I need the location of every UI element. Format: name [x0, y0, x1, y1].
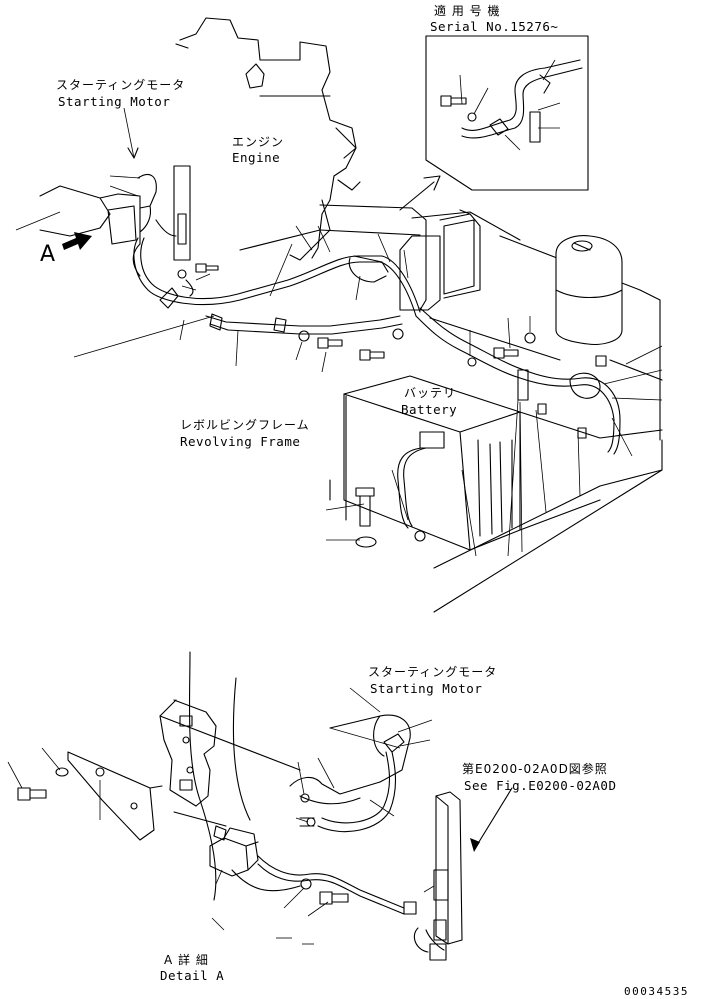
callout-arrow-icon: [470, 788, 512, 852]
detail-a-label-jp: A 詳 細: [164, 953, 209, 967]
engine-label-jp: エンジン: [232, 135, 285, 149]
detail-a-relay: [210, 826, 416, 914]
detail-a-fuse-bracket: [414, 792, 462, 960]
revolving-frame-label-en: Revolving Frame: [180, 434, 301, 449]
detail-a-harness-lines: [160, 716, 300, 826]
serial-inset: [426, 36, 588, 190]
detail-a-label-en: Detail A: [160, 968, 225, 983]
revolving-frame: [330, 396, 662, 612]
serial-label-en: Serial No.15276~: [430, 19, 559, 34]
detail-a-engine: [160, 652, 250, 900]
starting-motor-top-jp: スターティングモータ: [56, 78, 186, 92]
detail-a-bracket: [18, 752, 162, 840]
see-fig-label-jp: 第E0200-02A0D図参照: [462, 762, 608, 776]
battery-label-en: Battery: [401, 402, 458, 417]
view-arrow-icon: [62, 232, 92, 250]
frame-upper: [240, 212, 662, 440]
engine-label-en: Engine: [232, 150, 281, 165]
leader-lines-top: [74, 226, 662, 556]
leader-lines-bottom: [8, 688, 434, 944]
callout-arrow-icon: [400, 176, 440, 210]
revolving-frame-label-jp: レボルビングフレーム: [180, 418, 310, 432]
reservoir-tank: [556, 236, 622, 345]
hardware-top: [299, 329, 606, 438]
battery-label-jp: バッテリ: [404, 386, 457, 400]
view-marker-a: A: [40, 242, 56, 267]
starting-motor-bottom-en: Starting Motor: [370, 681, 483, 696]
filter-block: [400, 210, 480, 310]
serial-label-jp: 適 用 号 機: [434, 4, 501, 18]
detail-a-starting-motor: [290, 715, 410, 832]
starting-motor-bottom-jp: スターティングモータ: [368, 665, 498, 679]
harness-top: [133, 220, 620, 454]
starting-motor-top-en: Starting Motor: [58, 94, 171, 109]
see-fig-label-en: See Fig.E0200-02A0D: [464, 778, 617, 793]
engine-outline: [176, 18, 426, 310]
drawing-number: 00034535: [624, 985, 689, 998]
starting-motor-top: [16, 108, 218, 296]
